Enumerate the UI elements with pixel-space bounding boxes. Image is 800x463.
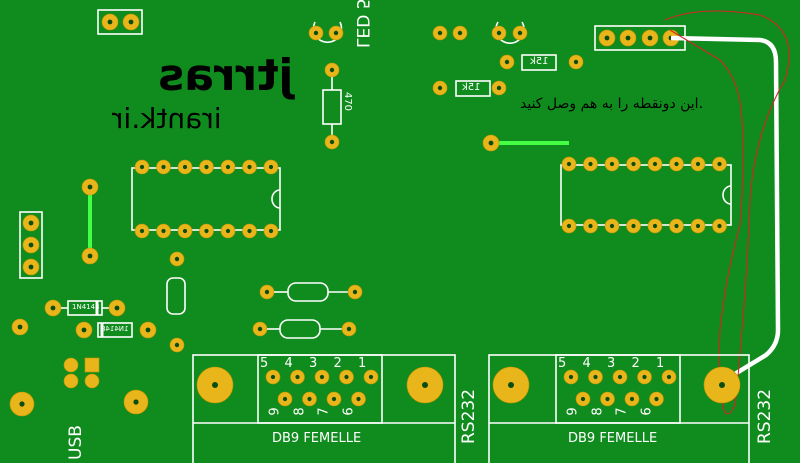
header-2pin-top — [97, 9, 143, 35]
diode-1-footprint — [44, 299, 126, 317]
db9-pin-number: 7 — [316, 407, 332, 416]
header-4pin — [594, 25, 686, 51]
capacitor-2-footprint — [252, 319, 357, 339]
db9-pin-number: 3 — [309, 356, 318, 371]
header-3pin-left — [19, 211, 43, 279]
red-annotation-outline — [664, 10, 790, 415]
capacitor-1-footprint — [259, 282, 363, 302]
diode-2-footprint — [75, 321, 157, 339]
ic-dip16-right — [560, 156, 732, 234]
rs232-label-1: RS232 — [459, 388, 479, 444]
db9-pin-number: 5 — [260, 356, 269, 371]
resistor-470-footprint — [322, 62, 342, 150]
db9-pin-number: 9 — [267, 407, 283, 416]
db9-pin-number: 9 — [565, 407, 581, 416]
ic-dip14-left — [131, 159, 281, 239]
diode-2-label: 1N4148 — [101, 325, 129, 333]
usb-label: USB — [66, 425, 86, 460]
led-footprint-right — [491, 21, 584, 71]
db9-pin-number: 5 — [558, 356, 567, 371]
db9-pin-number: 6 — [639, 407, 655, 416]
db9-pin-number: 4 — [582, 356, 591, 371]
led-footprint-left — [308, 21, 344, 44]
db9-label-2: DB9 FEMELLE — [568, 431, 658, 446]
db9-pin-number: 1 — [358, 356, 367, 371]
white-jumper-trace — [670, 35, 781, 385]
db9-pin-number: 4 — [284, 356, 293, 371]
db9-pin-number: 8 — [292, 407, 308, 416]
led-label: LED 5mm — [352, 0, 372, 48]
db9-pin-number: 2 — [631, 356, 640, 371]
db9-pin-number: 8 — [590, 407, 606, 416]
logo-text: jtrras — [158, 50, 294, 101]
website-text: irantk.ir — [112, 102, 222, 135]
led-pads-center — [432, 25, 507, 97]
resistor-3-label: 470 — [342, 91, 354, 112]
db9-pin-number: 3 — [607, 356, 616, 371]
rs232-label-2: RS232 — [755, 388, 775, 444]
db9-connector-2 — [488, 354, 750, 463]
db9-pin-number: 1 — [656, 356, 665, 371]
resistor-2-label: 15k — [462, 82, 481, 93]
resistor-1-label: 15k — [530, 56, 549, 67]
instruction-text: .این دونقطه را به هم وصل کنید — [520, 96, 704, 112]
usb-pads — [9, 318, 149, 417]
db9-pin-number: 7 — [614, 407, 630, 416]
db9-pin-number: 6 — [341, 407, 357, 416]
vertical-component — [166, 251, 186, 353]
db9-connector-1 — [192, 354, 456, 463]
db9-label-1: DB9 FEMELLE — [272, 431, 362, 446]
db9-pin-number: 2 — [333, 356, 342, 371]
diode-1-label: 1N4148 — [72, 303, 100, 311]
